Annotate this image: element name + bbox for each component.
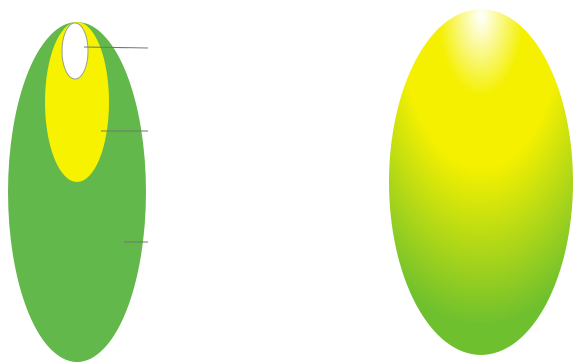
gradient-figure xyxy=(389,9,573,355)
layered-zones-figure xyxy=(8,22,148,362)
inner-white-zone xyxy=(62,23,88,79)
gradient-ellipse xyxy=(389,9,573,355)
